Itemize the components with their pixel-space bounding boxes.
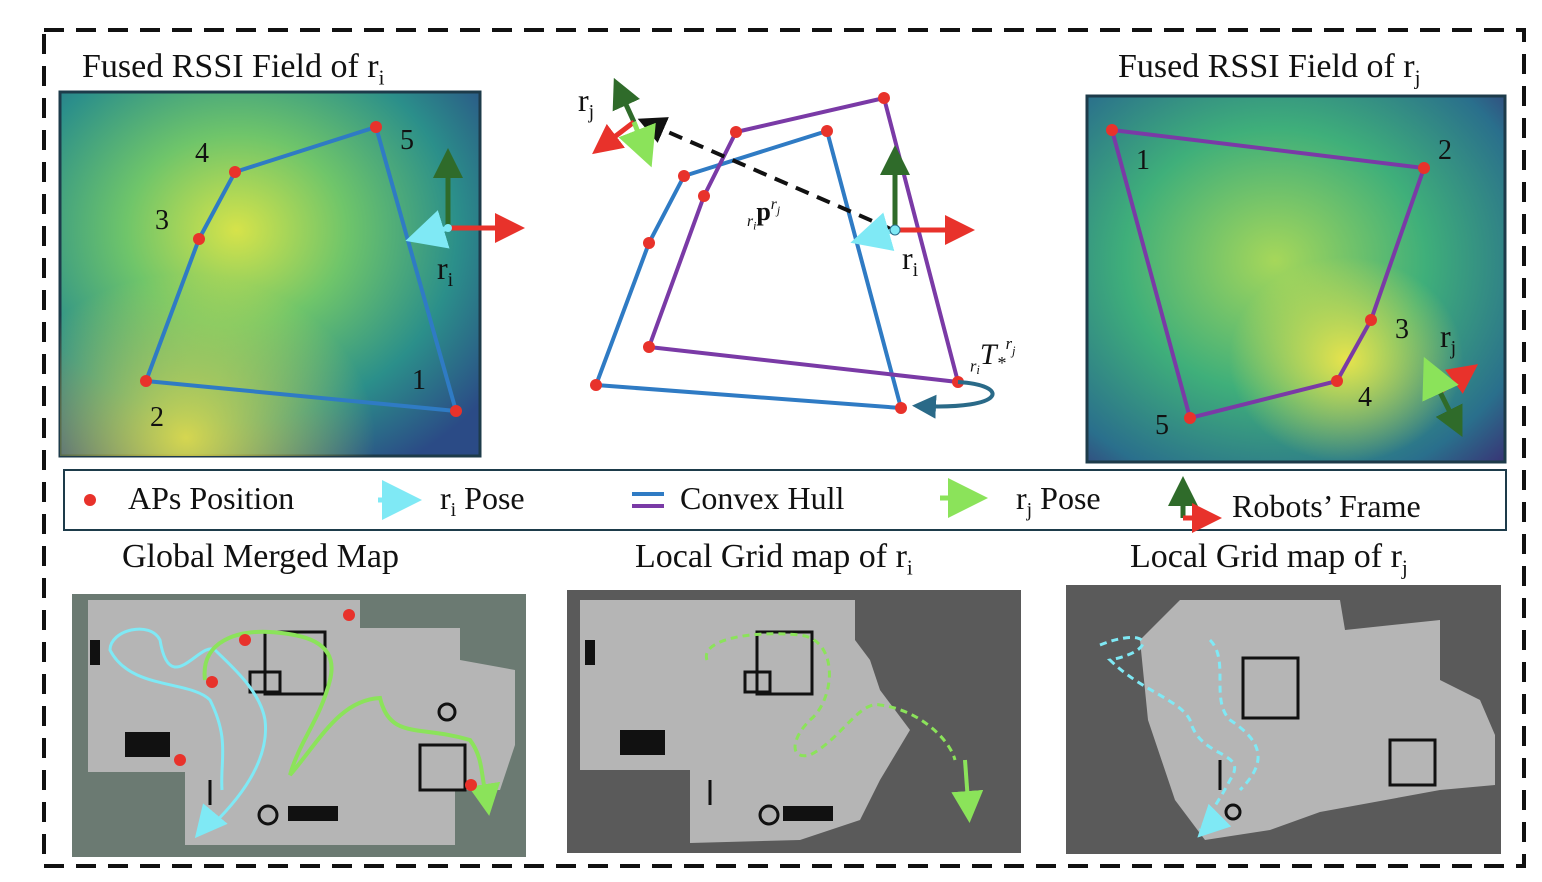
center-rj-axis-x xyxy=(592,120,636,155)
legend-red-dot-icon xyxy=(84,494,96,506)
legend-label-rj-pose: rj Pose xyxy=(1016,480,1101,521)
local-grid-map-rj xyxy=(1066,585,1501,854)
legend-label-aps-position: APs Position xyxy=(128,480,295,516)
legend-label-convex-hull: Convex Hull xyxy=(680,480,845,516)
legend-label-robots-frame: Robots’ Frame xyxy=(1232,488,1421,524)
left-ap-label-1: 1 xyxy=(412,365,426,396)
vector-label: riprj xyxy=(747,196,781,233)
right-robot-pose xyxy=(1422,356,1459,402)
global-ap-dots xyxy=(174,609,477,791)
right-field-title: Fused RSSI Field of rj xyxy=(1118,48,1421,90)
right-ap-label-3: 3 xyxy=(1395,314,1409,345)
left-ap-label-2: 2 xyxy=(150,402,164,433)
local-ri-trajectory xyxy=(704,632,957,761)
global-ri-trajectory xyxy=(108,627,268,834)
center-rj-label: rj xyxy=(578,82,595,123)
left-ap-label-4: 4 xyxy=(195,138,209,169)
center-ap-dots xyxy=(590,92,964,414)
legend-double-line-icon xyxy=(632,492,664,508)
right-convex-hull xyxy=(1110,128,1427,421)
center-rj-pose xyxy=(618,121,656,168)
left-robot-label: ri xyxy=(437,250,454,291)
local-rj-trajectory xyxy=(1099,636,1260,831)
legend-label-ri-pose: ri Pose xyxy=(440,480,525,521)
transform-arrow xyxy=(912,380,995,419)
right-ap-label-2: 2 xyxy=(1438,135,1452,166)
legend-box xyxy=(63,469,1507,531)
global-map-title: Global Merged Map xyxy=(122,538,399,575)
center-alignment-diagram xyxy=(590,77,995,419)
center-rj-axis-y xyxy=(612,77,640,124)
global-rj-trajectory xyxy=(202,629,490,801)
local-grid-map-ri xyxy=(567,590,1021,853)
right-ap-label-5: 5 xyxy=(1155,410,1169,441)
left-field-title: Fused RSSI Field of ri xyxy=(82,48,385,90)
center-purple-hull xyxy=(647,95,961,385)
left-convex-hull xyxy=(143,124,458,413)
left-robot-pose xyxy=(405,210,450,249)
local-map-rj-title: Local Grid map of rj xyxy=(1130,538,1408,580)
transform-label: riT*rj xyxy=(970,334,1016,377)
left-ap-label-5: 5 xyxy=(400,125,414,156)
left-ap-dots xyxy=(140,121,462,417)
legend-frame-axes-icon xyxy=(1168,476,1222,533)
left-rssi-field xyxy=(58,90,525,458)
center-ri-label: ri xyxy=(902,240,919,281)
center-ri-pose xyxy=(850,212,896,251)
local-map-ri-title: Local Grid map of ri xyxy=(635,538,913,580)
right-ap-label-4: 4 xyxy=(1358,382,1372,413)
right-robot-label: rj xyxy=(1440,318,1457,359)
right-ap-dots xyxy=(1106,124,1430,424)
left-ap-label-3: 3 xyxy=(155,205,169,236)
center-blue-hull xyxy=(594,128,904,411)
dashed-frame xyxy=(42,28,1526,868)
global-merged-map xyxy=(72,594,526,857)
right-ap-label-1: 1 xyxy=(1136,145,1150,176)
right-rssi-field xyxy=(1085,94,1507,464)
